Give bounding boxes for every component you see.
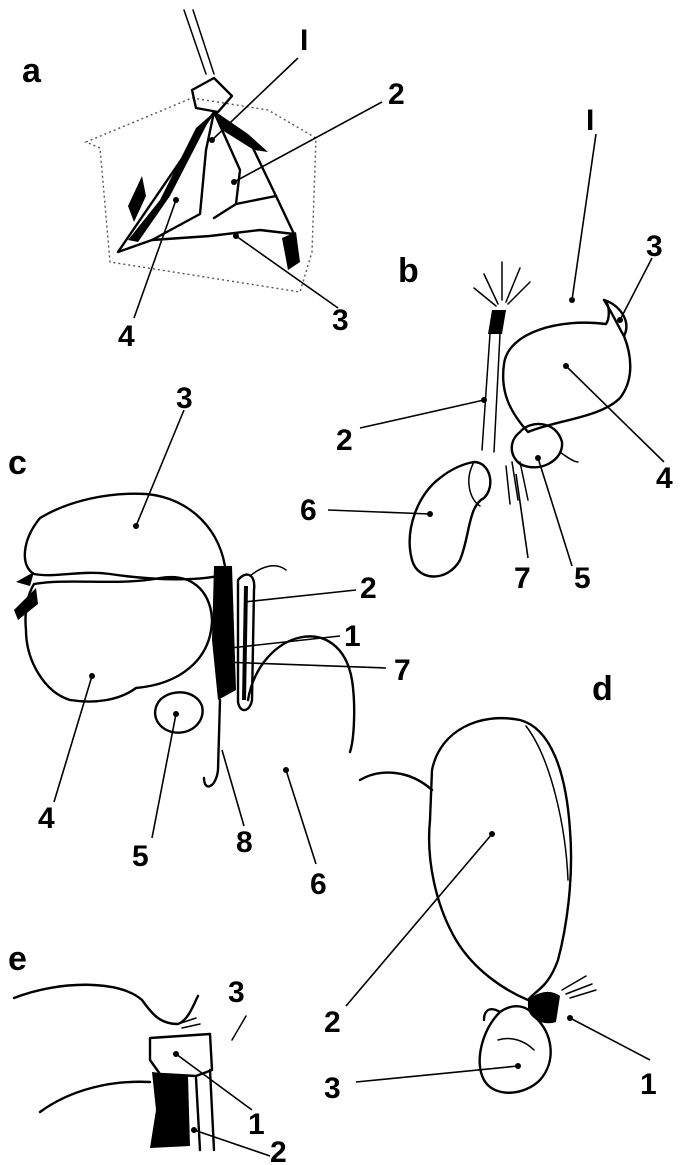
panel-b-label-4: 4 xyxy=(656,462,673,495)
panel-a-needle xyxy=(184,10,206,74)
panel-e-label-3: 3 xyxy=(228,976,245,1009)
panel-b-label-3: 3 xyxy=(646,230,663,263)
panel-c-label-3: 3 xyxy=(176,382,193,415)
panel-c-column xyxy=(212,566,236,700)
panel-c-label-6: 6 xyxy=(310,868,327,901)
panel-c-label-7: 7 xyxy=(394,654,411,687)
panel-b-label-7: 7 xyxy=(514,562,531,595)
panel-c-arc-6 xyxy=(248,636,354,752)
panel-b-label-2: 2 xyxy=(336,424,353,457)
panel-c-label-2: 2 xyxy=(360,572,377,605)
panel-e: e 3 1 2 xyxy=(8,940,287,1165)
panel-c-label-5: 5 xyxy=(132,840,149,873)
panel-c-label-1: 1 xyxy=(344,620,361,653)
panel-d-label-3: 3 xyxy=(324,1072,341,1105)
panel-b-label-5: 5 xyxy=(574,562,591,595)
panel-a-title: a xyxy=(22,52,42,90)
panel-a: a I 2 3 4 xyxy=(22,10,405,353)
panel-a-label-2: 2 xyxy=(388,78,405,111)
panel-b-title: b xyxy=(398,252,419,290)
panel-b-label-1: I xyxy=(586,104,594,137)
panel-b: b I 3 2 4 6 7 5 xyxy=(300,104,673,595)
panel-d: d 2 1 3 xyxy=(324,670,657,1105)
panel-c-lobe-4 xyxy=(25,577,212,701)
panel-a-knob xyxy=(192,78,232,112)
panel-c-title: c xyxy=(8,444,27,482)
panel-a-label-4: 4 xyxy=(118,320,135,353)
panel-b-lobe-6 xyxy=(410,462,491,577)
panel-c-lobe-5 xyxy=(155,692,203,732)
panel-e-label-1: 1 xyxy=(248,1108,265,1141)
panel-d-junction xyxy=(528,992,560,1023)
panel-b-lobe-5 xyxy=(512,424,562,467)
panel-a-label-3: 3 xyxy=(332,304,349,337)
panel-d-lobe-2 xyxy=(429,718,571,1000)
panel-b-label-6: 6 xyxy=(300,494,317,527)
panel-c-label-8: 8 xyxy=(236,826,253,859)
panel-e-column xyxy=(150,1072,190,1148)
panel-a-label-1: I xyxy=(300,24,308,57)
panel-e-body xyxy=(150,1034,212,1076)
panel-e-upper-arc xyxy=(14,985,198,1024)
panel-c: c 3 2 1 7 4 5 8 xyxy=(8,382,411,901)
panel-e-label-2: 2 xyxy=(270,1136,287,1165)
panel-c-lobe-3 xyxy=(25,494,226,580)
panel-d-label-1: 1 xyxy=(640,1068,657,1101)
panel-d-label-2: 2 xyxy=(324,1006,341,1039)
panel-e-title: e xyxy=(8,940,27,978)
panel-c-label-4: 4 xyxy=(38,802,55,835)
panel-d-title: d xyxy=(592,670,613,708)
